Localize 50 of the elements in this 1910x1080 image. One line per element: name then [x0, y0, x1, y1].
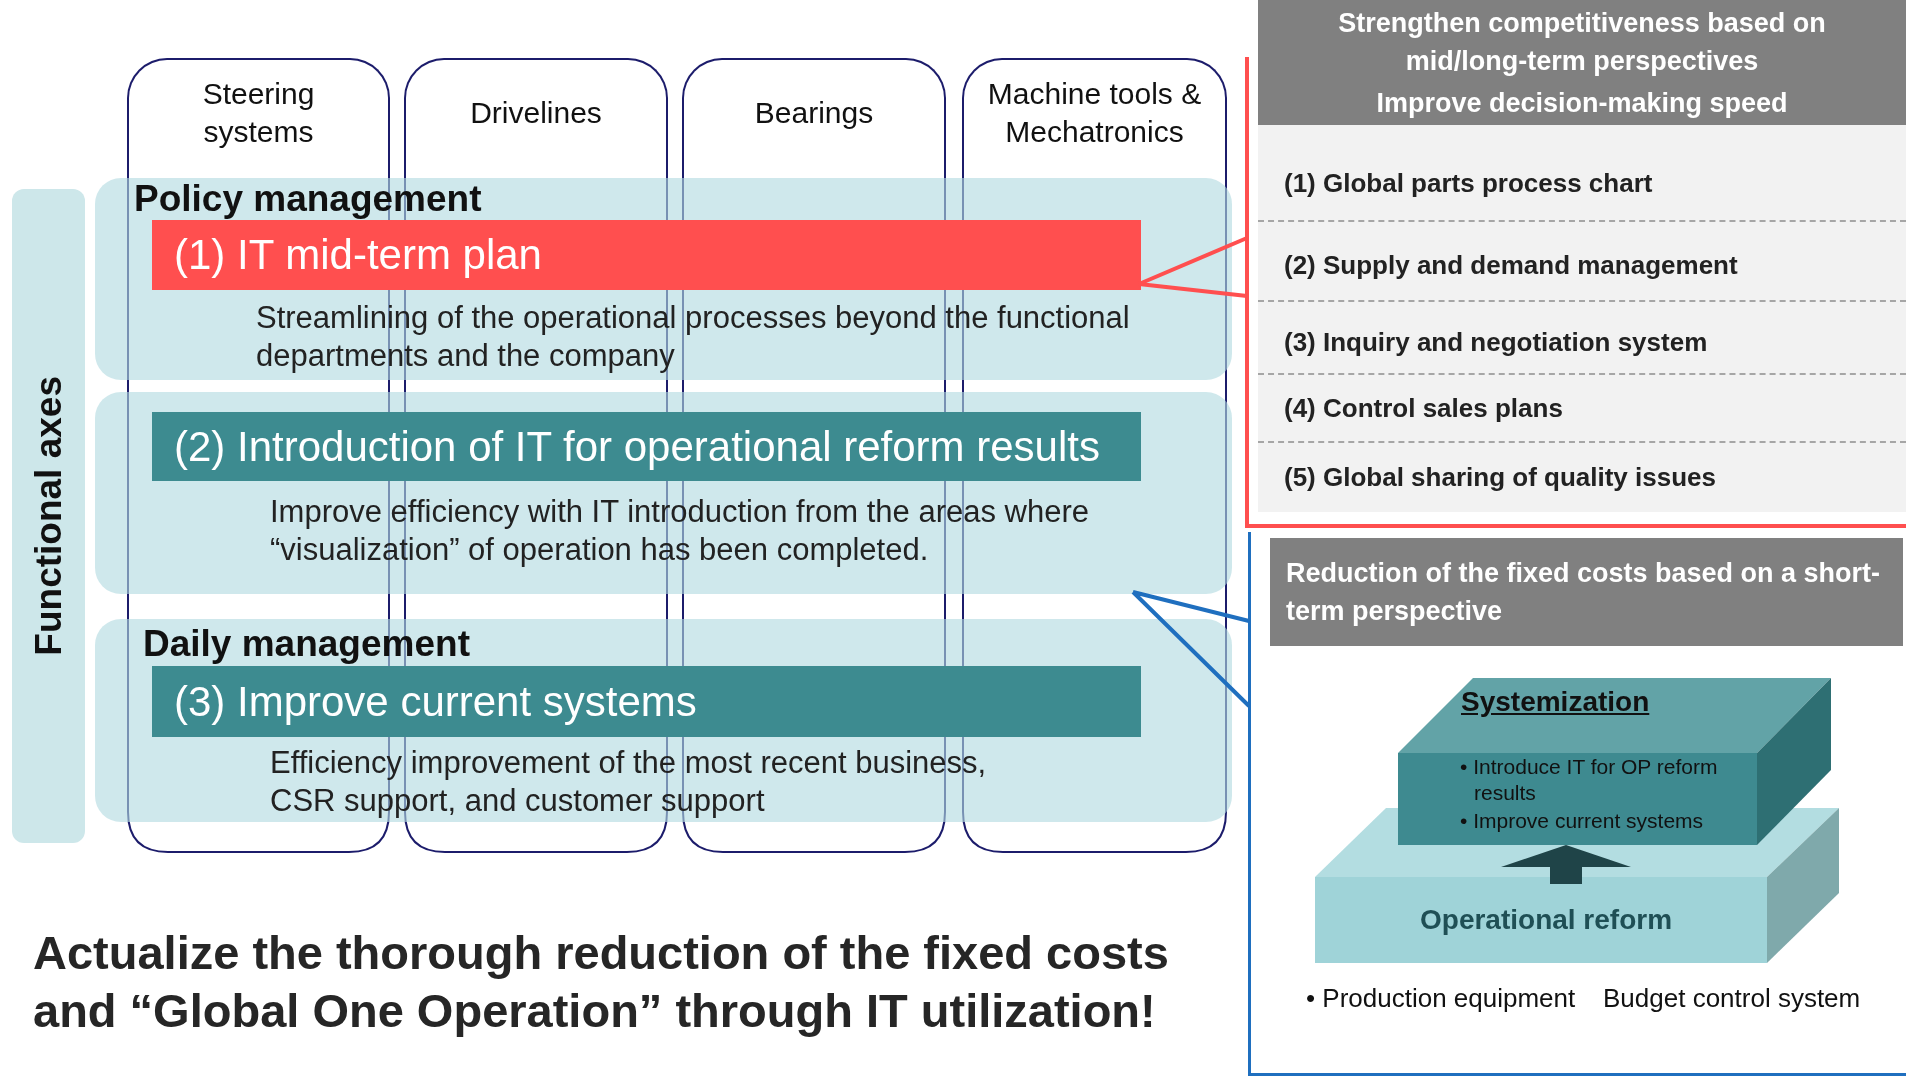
business-column	[404, 58, 668, 176]
management-band	[95, 178, 1232, 380]
section-heading: Daily management	[143, 623, 470, 665]
description-text: Streamlining of the operational processes beyond the functional departments and the company	[256, 299, 1131, 375]
list-item	[1258, 302, 1906, 375]
plan-bar	[152, 220, 1141, 290]
block-arrow	[1501, 845, 1631, 884]
callout-outline	[1245, 0, 1906, 528]
bullet-text: • Improve current systems	[1460, 808, 1705, 834]
management-band	[95, 392, 1232, 594]
callout-pointer	[1131, 590, 1251, 708]
management-band	[95, 619, 1232, 822]
plan-bar	[152, 666, 1141, 737]
header-text: Reduction of the fixed costs based on a short-term perspective	[1286, 557, 1882, 628]
header-text: Strengthen competitiveness based on mid/long-term perspectives	[1337, 6, 1827, 78]
list-item	[1258, 375, 1906, 443]
panel-header	[1258, 0, 1906, 125]
list-item	[1258, 443, 1906, 512]
bullet-text: Budget control system	[1603, 983, 1861, 1014]
bar-title: (1) IT mid-term plan	[174, 231, 542, 279]
description-text: Efficiency improvement of the most recent business, CSR support, and customer support	[270, 744, 988, 820]
item-text: (4) Control sales plans	[1284, 392, 1563, 424]
description-text: Improve efficiency with IT introduction from the areas where “visualization” of operation has been completed.	[270, 493, 1090, 569]
bar-title: (2) Introduction of IT for operational reform results	[174, 422, 1100, 471]
bullet-text: • Introduce IT for OP reform results	[1460, 754, 1719, 806]
plan-bar	[152, 412, 1141, 481]
block-title: Systemization	[1461, 686, 1650, 718]
list-item	[1258, 125, 1906, 222]
column-title: Steering systems	[201, 76, 316, 150]
item-text: (2) Supply and demand management	[1284, 249, 1738, 281]
list-item	[1258, 222, 1906, 302]
axis-title: Functional axes	[27, 376, 70, 656]
item-text: (3) Inquiry and negotiation system	[1284, 327, 1708, 358]
business-column	[682, 58, 946, 176]
item-text: (1) Global parts process chart	[1284, 168, 1653, 199]
callout-outline	[1248, 532, 1906, 1076]
header-text: Improve decision-making speed	[1376, 86, 1788, 120]
column-title: Drivelines	[469, 95, 603, 131]
axis-bar	[12, 189, 85, 843]
section-heading: Policy management	[134, 178, 482, 220]
panel-header	[1270, 538, 1903, 646]
business-column	[962, 58, 1227, 176]
item-text: (5) Global sharing of quality issues	[1284, 462, 1716, 493]
column-title: Bearings	[753, 95, 875, 131]
block-title: Operational reform	[1420, 904, 1673, 936]
bullet-text: • Production equipment	[1306, 983, 1576, 1014]
business-column	[127, 58, 390, 176]
bar-title: (3) Improve current systems	[174, 677, 697, 726]
headline-text: Actualize the thorough reduction of the fixed costs and “Global One Operation” through IT utilization!	[33, 925, 1170, 1039]
column-title: Machine tools & Mechatronics	[986, 76, 1203, 150]
